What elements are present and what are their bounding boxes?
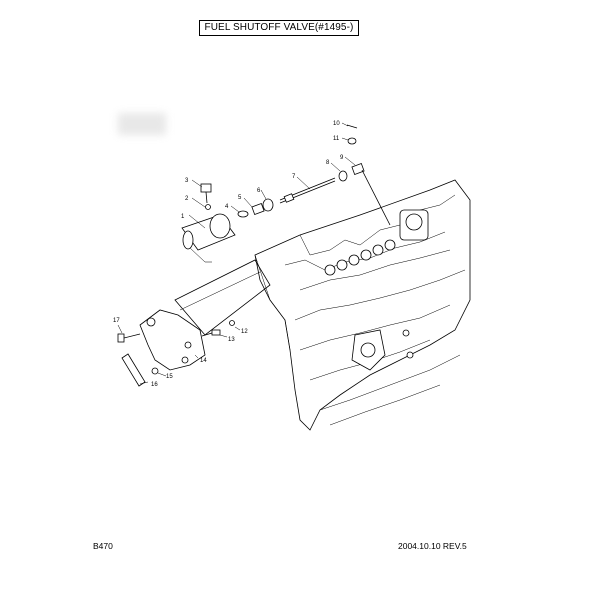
solenoid-part-1 (181, 213, 236, 263)
nut-part-6 (262, 198, 274, 212)
pin-part-10 (346, 124, 358, 129)
callout-15: 15 (166, 374, 173, 380)
callout-9: 9 (340, 155, 344, 161)
bracket-arm (174, 259, 271, 336)
bracket-part-14 (139, 309, 206, 371)
bolt-part-13 (201, 329, 221, 337)
engine-block (254, 179, 471, 431)
callout-16: 16 (151, 382, 158, 388)
callout-labels: 1 2 3 4 5 6 7 8 9 10 11 12 13 14 15 16 1… (113, 121, 344, 388)
callout-1: 1 (181, 214, 185, 220)
callout-5: 5 (238, 195, 242, 201)
link-part-4 (237, 210, 249, 218)
callout-7: 7 (292, 174, 296, 180)
injection-pump-row (324, 209, 429, 276)
rod-part-7 (279, 177, 336, 204)
nut-part-15 (151, 367, 159, 375)
strap-part-16 (121, 353, 146, 387)
callout-3: 3 (185, 178, 189, 184)
callout-10: 10 (333, 121, 340, 127)
bolt-part-3 (200, 183, 212, 204)
callout-12: 12 (241, 329, 248, 335)
callout-2: 2 (185, 196, 189, 202)
callout-6: 6 (257, 188, 261, 194)
watermark-smudge (118, 113, 166, 135)
joint-part-9 (351, 163, 391, 226)
clip-part-11 (347, 137, 357, 145)
date-revision: 2004.10.10 REV.5 (398, 541, 467, 551)
callout-11: 11 (333, 136, 340, 142)
callout-17: 17 (113, 318, 120, 324)
washer-part-12 (229, 320, 235, 326)
nut-part-8 (338, 170, 348, 182)
page-code: B470 (93, 541, 113, 551)
callout-4: 4 (225, 204, 229, 210)
callout-14: 14 (200, 358, 207, 364)
leader-lines (117, 122, 356, 385)
callout-13: 13 (228, 337, 235, 343)
washer-part-2 (205, 204, 211, 210)
callout-8: 8 (326, 160, 330, 166)
joint-part-5 (251, 203, 265, 215)
bolt-part-17 (117, 333, 141, 343)
diagram-title: FUEL SHUTOFF VALVE(#1495-) (199, 20, 359, 36)
